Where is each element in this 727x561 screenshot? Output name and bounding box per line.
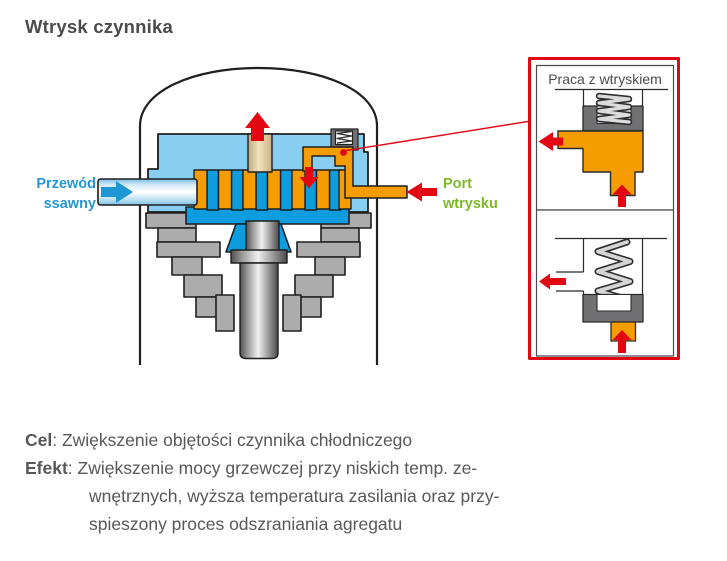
inset-inlet-arrow-closed-icon	[612, 330, 632, 353]
caption-line-cont1: wnętrznych, wyższa temperatura zasilania…	[89, 486, 500, 506]
housing-right	[282, 212, 372, 332]
inset-outlet-arrow-icon	[538, 132, 563, 151]
caption: Cel: Zwiększenie objętości czynnika chło…	[25, 426, 585, 538]
compressor-diagram	[97, 57, 680, 365]
injection-port-label: Port wtrysku	[443, 174, 498, 214]
leader-line	[346, 120, 532, 152]
caption-line-cel: Cel: Zwiększenie objętości czynnika chło…	[25, 430, 413, 450]
injection-port-arrow-icon	[406, 182, 437, 202]
crankshaft	[230, 220, 288, 360]
discharge-arrow-icon	[245, 112, 270, 141]
leader-dot	[340, 149, 347, 156]
suction-label-line2: ssawny	[43, 196, 96, 212]
inset-valve-open	[538, 88, 668, 207]
suction-line-label: Przewód ssawny	[8, 174, 96, 214]
inset-leak-arrow-icon	[539, 273, 566, 290]
injection-check-valve	[330, 128, 359, 151]
port-label-line1: Port	[443, 176, 472, 192]
port-label-line2: wtrysku	[443, 196, 498, 212]
inset-inlet-arrow-icon	[612, 184, 632, 207]
caption-line-efekt: Efekt: Zwiększenie mocy grzewczej przy n…	[25, 458, 478, 478]
caption-line-cont2: spieszony proces odszraniania agregatu	[89, 514, 403, 534]
dome-outline	[138, 66, 379, 365]
suction-arrow-icon	[101, 181, 133, 203]
housing-left	[145, 212, 235, 332]
page-title: Wtrysk czynnika	[25, 16, 173, 37]
suction-label-line1: Przewód	[36, 176, 96, 192]
injection-down-arrow-icon	[299, 167, 319, 189]
inset-title: Praca z wtryskiem	[548, 71, 662, 87]
inset-valve-closed	[539, 237, 667, 353]
inset-box	[528, 57, 680, 360]
